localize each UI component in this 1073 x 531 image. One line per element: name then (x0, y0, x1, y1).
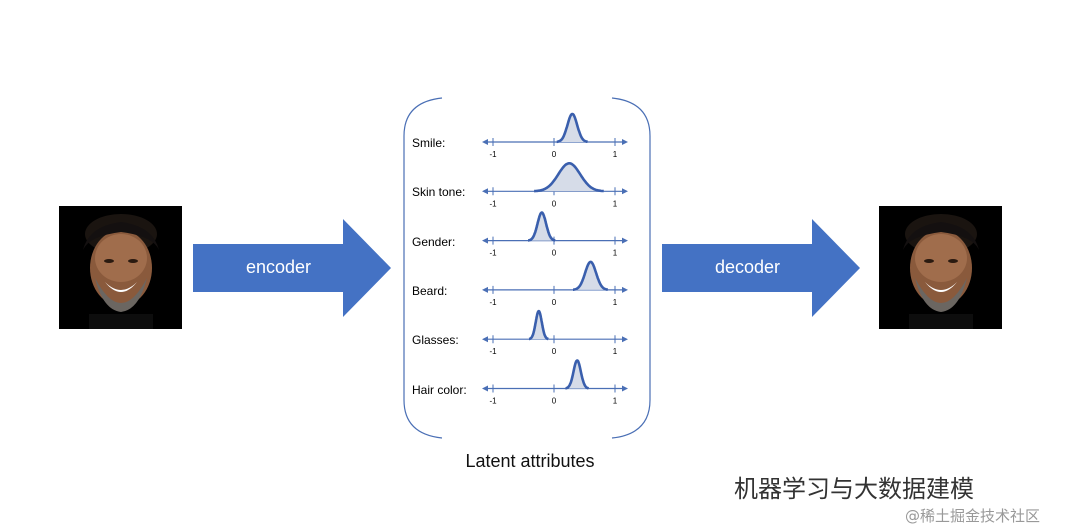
tick-label: -1 (489, 347, 497, 356)
tick-label: 0 (552, 249, 557, 258)
axis-arrow-right (622, 287, 628, 293)
attribute-label: Smile: (412, 136, 445, 150)
tick-label: 0 (552, 150, 557, 159)
axis-arrow-right (622, 188, 628, 194)
latent-attributes-title: Latent attributes (400, 451, 660, 472)
axis-arrow-right (622, 139, 628, 145)
tick-label: 1 (613, 199, 618, 208)
distribution-fill (534, 163, 604, 191)
tick-label: 1 (613, 397, 618, 406)
input-face-image (59, 206, 182, 329)
tick-label: 0 (552, 199, 557, 208)
latent-attributes-panel: -1 0 1 -1 0 1 -1 0 1 -1 0 1 -1 0 1 -1 0 1 Smile: Skin tone… (400, 96, 654, 440)
tick-label: 0 (552, 347, 557, 356)
watermark-sub: @稀土掘金技术社区 (905, 505, 1040, 526)
axis-arrow-right (622, 238, 628, 244)
encoder-arrow: encoder (193, 219, 391, 317)
axis-arrow-left (482, 287, 488, 293)
axis-arrow-left (482, 386, 488, 392)
decoder-arrow: decoder (662, 219, 860, 317)
tick-label: 1 (613, 298, 618, 307)
face-illustration (59, 206, 182, 329)
attribute-label: Hair color: (412, 383, 467, 397)
tick-label: 0 (552, 397, 557, 406)
axis-arrow-right (622, 336, 628, 342)
face-illustration (879, 206, 1002, 329)
axis-arrow-right (622, 386, 628, 392)
watermark-main: 机器学习与大数据建模 (734, 469, 974, 504)
axis-arrow-left (482, 336, 488, 342)
axis-arrow-left (482, 188, 488, 194)
attribute-label: Beard: (412, 284, 447, 298)
encoder-label: encoder (246, 257, 311, 278)
tick-label: -1 (489, 199, 497, 208)
attribute-label: Gender: (412, 235, 455, 249)
tick-label: 1 (613, 347, 618, 356)
tick-label: -1 (489, 150, 497, 159)
decoder-label: decoder (715, 257, 780, 278)
tick-label: -1 (489, 397, 497, 406)
tick-label: -1 (489, 249, 497, 258)
attribute-label: Skin tone: (412, 185, 465, 199)
tick-label: 1 (613, 249, 618, 258)
axis-arrow-left (482, 139, 488, 145)
tick-label: 0 (552, 298, 557, 307)
attribute-label: Glasses: (412, 333, 459, 347)
tick-label: 1 (613, 150, 618, 159)
output-face-image (879, 206, 1002, 329)
right-bracket (612, 98, 650, 438)
axis-arrow-left (482, 238, 488, 244)
tick-label: -1 (489, 298, 497, 307)
